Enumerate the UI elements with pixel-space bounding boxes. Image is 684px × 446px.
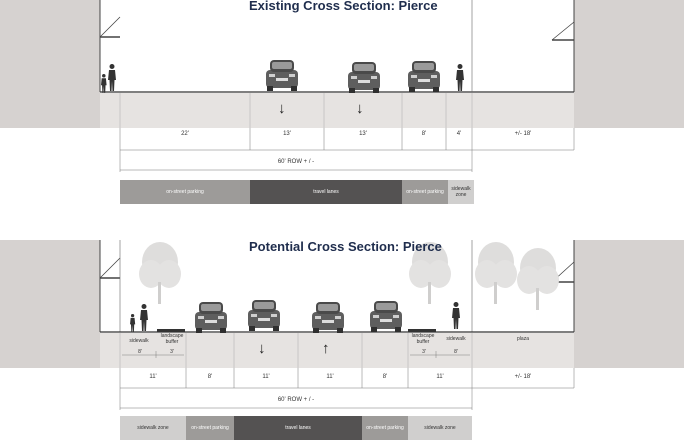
landscape-buffer-label: landscape buffer xyxy=(160,333,184,345)
car-icon xyxy=(348,62,380,93)
sub-dimension-label: 8' xyxy=(138,349,142,355)
legend-label: sidewalk zone xyxy=(451,186,471,198)
down-arrow-icon: ↓ xyxy=(356,100,364,117)
legend-label: travel lanes xyxy=(313,189,339,195)
sidewalk-label: sidewalk xyxy=(129,338,149,344)
legend-bar-parking: on-street parking xyxy=(186,416,234,440)
right-building xyxy=(574,0,684,128)
car-icon xyxy=(266,60,298,91)
tree-icon xyxy=(475,242,517,304)
car-icon xyxy=(248,300,280,331)
legend-bar-travel-lanes: travel lanes xyxy=(234,416,362,440)
legend-bar-parking: on-street parking xyxy=(402,180,448,204)
dimension-label: 8' xyxy=(382,374,388,380)
potential-title: Potential Cross Section: Pierce xyxy=(249,239,442,254)
left-building xyxy=(0,240,100,368)
legend-label: travel lanes xyxy=(285,425,311,431)
sub-dimension-label: 8' xyxy=(454,349,458,355)
dimension-label: 8' xyxy=(421,131,427,137)
car-icon xyxy=(195,302,227,333)
dimension-label: 11' xyxy=(326,374,334,380)
legend-bar-sidewalk: sidewalk zone xyxy=(120,416,186,440)
up-arrow-icon: ↑ xyxy=(322,340,330,357)
legend-label: on-street parking xyxy=(191,425,229,431)
car-icon xyxy=(312,302,344,333)
dimension-label: 11' xyxy=(436,374,444,380)
dimension-label: 8' xyxy=(207,374,213,380)
plaza-label: plaza xyxy=(517,336,529,342)
dimension-label: 11' xyxy=(149,374,157,380)
dimension-label: +/- 18' xyxy=(514,374,532,380)
dimension-label: 13' xyxy=(283,131,291,137)
legend-bar-sidewalk: sidewalk zone xyxy=(408,416,472,440)
row-label: 60' ROW + / - xyxy=(277,397,315,403)
legend-label: on-street parking xyxy=(406,189,444,195)
legend-bar-travel-lanes: travel lanes xyxy=(250,180,402,204)
legend-label: on-street parking xyxy=(366,425,404,431)
existing-section-graphic xyxy=(0,0,684,172)
legend-label: on-street parking xyxy=(166,189,204,195)
street-section xyxy=(100,333,574,368)
dimension-label: 22' xyxy=(181,131,189,137)
left-building xyxy=(0,0,100,128)
existing-title: Existing Cross Section: Pierce xyxy=(249,0,438,13)
down-arrow-icon: ↓ xyxy=(278,100,286,117)
car-icon xyxy=(370,301,402,332)
child-pedestrian-icon xyxy=(130,314,136,332)
tree-icon xyxy=(517,248,559,310)
legend-bar-parking: on-street parking xyxy=(120,180,250,204)
potential-section-graphic xyxy=(0,240,684,410)
down-arrow-icon: ↓ xyxy=(258,340,266,357)
dimension-label: 11' xyxy=(262,374,270,380)
legend-bar-sidewalk: sidewalk zone xyxy=(448,180,474,204)
row-label: 60' ROW + / - xyxy=(277,159,315,165)
tree-icon xyxy=(139,242,181,304)
pedestrian-icon xyxy=(452,302,460,329)
legend-bar-parking: on-street parking xyxy=(362,416,408,440)
legend-label: sidewalk zone xyxy=(137,425,169,431)
right-building xyxy=(574,240,684,368)
pedestrian-icon xyxy=(456,64,464,91)
car-icon xyxy=(408,61,440,92)
street-section xyxy=(100,93,574,128)
dimension-label: 13' xyxy=(359,131,367,137)
dimension-label: 4' xyxy=(456,131,462,137)
legend-label: sidewalk zone xyxy=(424,425,456,431)
sub-dimension-label: 3' xyxy=(170,349,174,355)
pedestrian-icon xyxy=(140,304,148,331)
landscape-buffer-label: landscape buffer xyxy=(411,333,435,345)
sidewalk-label: sidewalk xyxy=(446,336,466,342)
dimension-label: +/- 18' xyxy=(514,131,532,137)
sub-dimension-label: 3' xyxy=(422,349,426,355)
